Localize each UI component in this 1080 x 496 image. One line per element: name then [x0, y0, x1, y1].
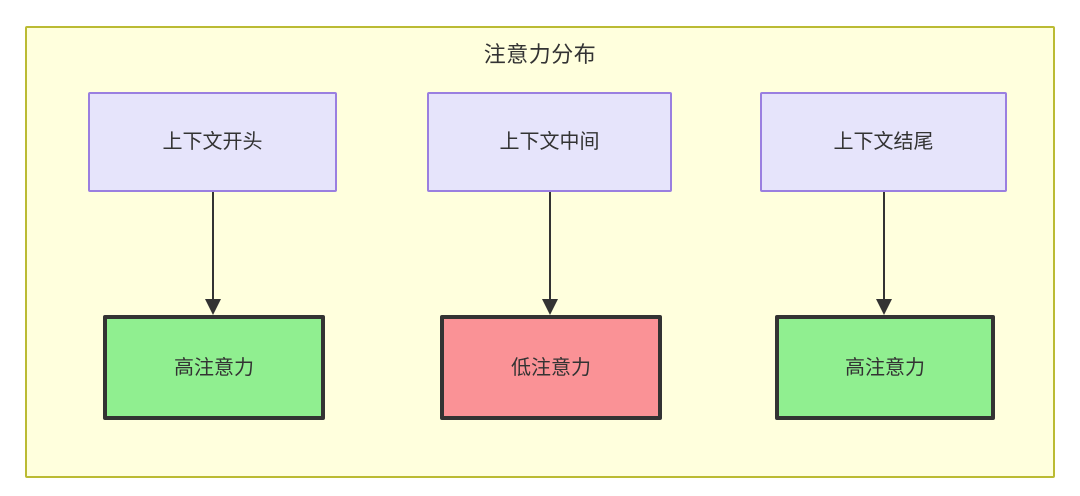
node-attention-high-start[interactable]: 高注意力	[103, 315, 325, 420]
node-attention-low-middle[interactable]: 低注意力	[440, 315, 662, 420]
node-attention-high-end[interactable]: 高注意力	[775, 315, 995, 420]
node-context-start[interactable]: 上下文开头	[88, 92, 337, 192]
subgraph-title: 注意力分布	[483, 42, 597, 67]
node-context-end[interactable]: 上下文结尾	[760, 92, 1007, 192]
node-context-middle[interactable]: 上下文中间	[427, 92, 672, 192]
